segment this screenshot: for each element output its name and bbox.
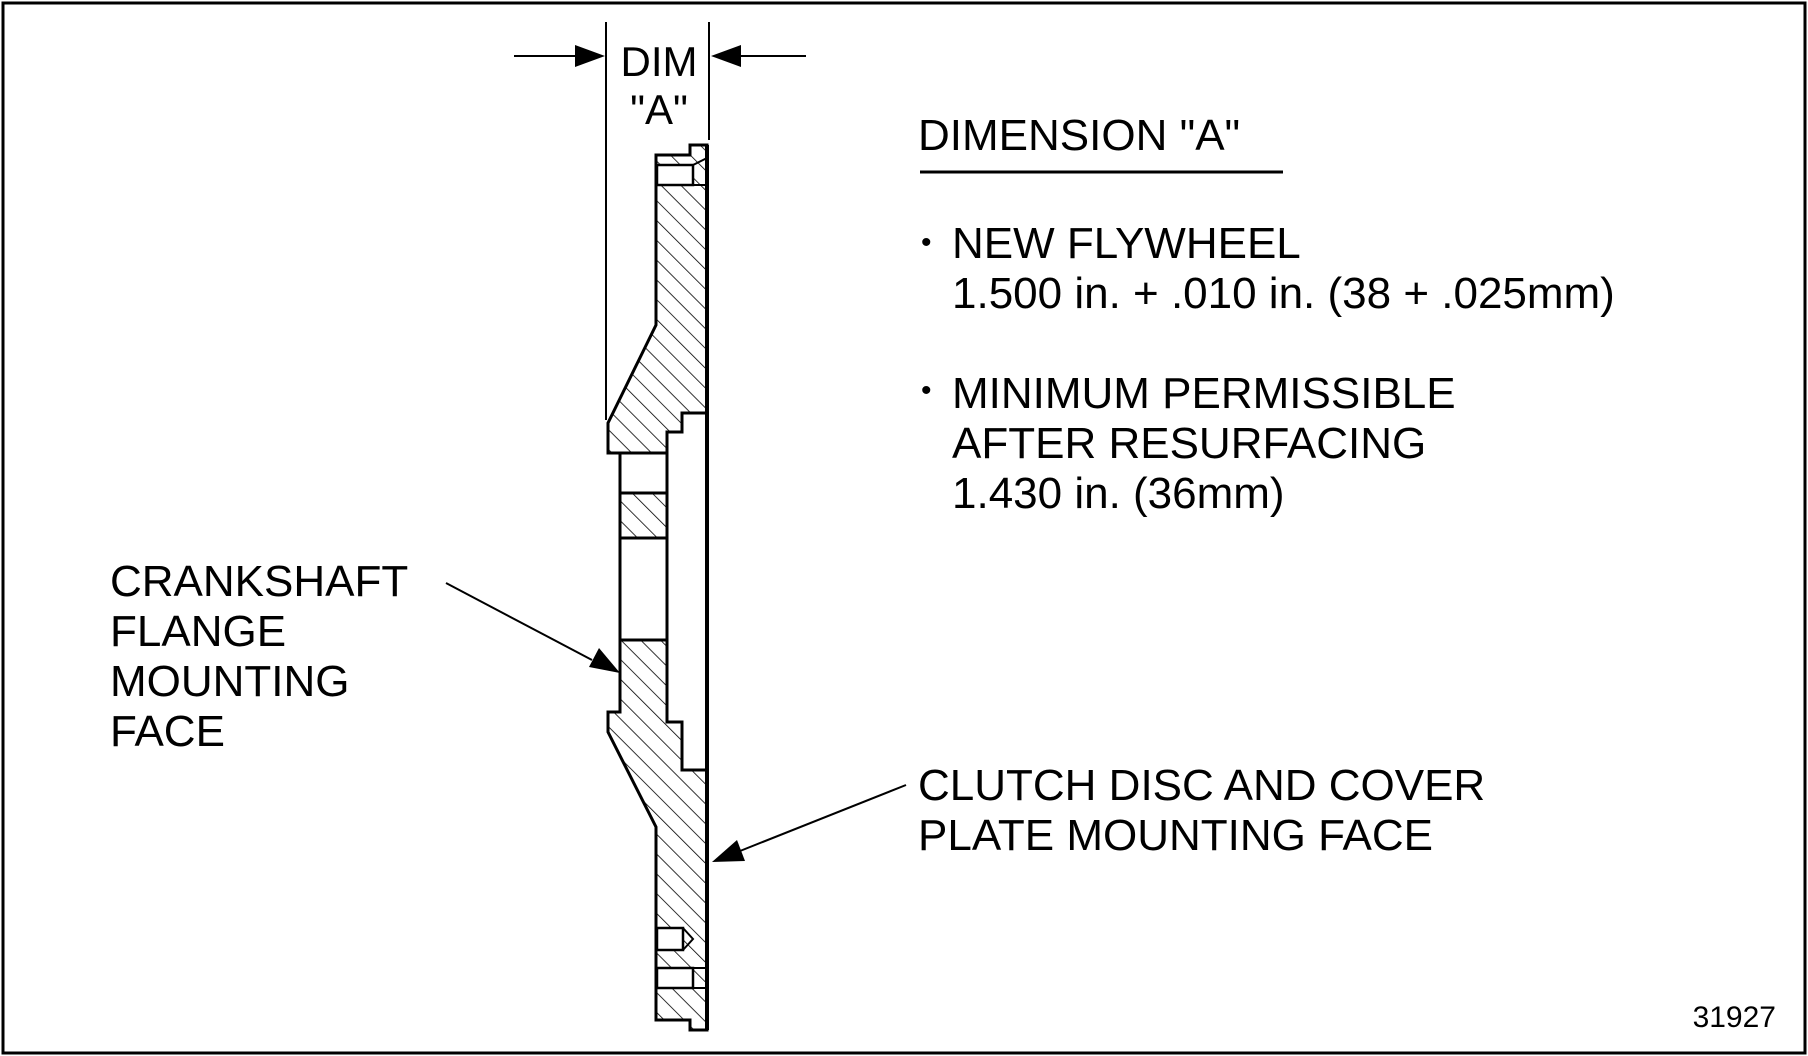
dimension-a-marker: DIM "A" [514,22,806,420]
crankshaft-callout: CRANKSHAFT FLANGE MOUNTING FACE [110,557,620,756]
crankshaft-label-line3: MOUNTING [110,657,350,706]
dim-label-line2: "A" [630,86,688,133]
minimum-permissible-heading: MINIMUM PERMISSIBLE [952,369,1456,418]
crankshaft-label-line2: FLANGE [110,607,286,656]
upper-section [606,143,709,455]
dim-arrow-right [711,45,741,67]
clutch-label-line2: PLATE MOUNTING FACE [918,811,1433,860]
minimum-value: 1.430 in. (36mm) [952,469,1285,518]
dim-label-line1: DIM [621,38,698,85]
middle-web-segment [618,491,669,540]
after-resurfacing-heading: AFTER RESURFACING [952,419,1426,468]
clutch-label-line1: CLUTCH DISC AND COVER [918,761,1485,810]
dimension-title: DIMENSION "A" [918,111,1240,160]
clutch-leader-line [739,784,907,852]
lower-bolt-hole-2 [655,966,695,990]
crankshaft-label-line1: CRANKSHAFT [110,557,408,606]
clutch-callout: CLUTCH DISC AND COVER PLATE MOUNTING FAC… [712,761,1485,862]
upper-bolt-hole [655,163,695,187]
flywheel-cross-section [606,143,709,1032]
clutch-arrowhead [712,840,745,862]
crankshaft-label-line4: FACE [110,707,225,756]
figure-number: 31927 [1693,1001,1776,1034]
bullet-1: • [921,226,932,259]
crankshaft-arrowhead [589,648,620,673]
new-flywheel-heading: NEW FLYWHEEL [952,219,1301,268]
crankshaft-leader-line [445,582,593,661]
dim-arrow-left [575,45,605,67]
new-flywheel-value: 1.500 in. + .010 in. (38 + .025mm) [952,269,1615,318]
pilot-bore-outline [618,453,669,640]
lower-bolt-hole-1 [655,926,685,952]
bullet-2: • [921,374,932,407]
dimension-spec-block: DIMENSION "A" • NEW FLYWHEEL 1.500 in. +… [918,111,1615,518]
